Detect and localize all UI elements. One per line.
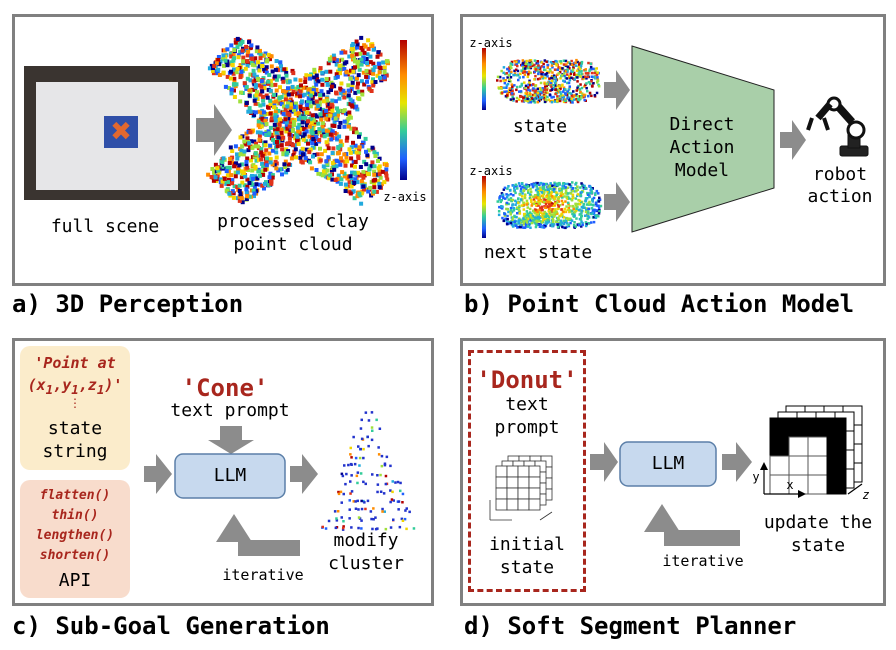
state-point-cloud: [496, 58, 601, 104]
caption-b: b) Point Cloud Action Model: [464, 290, 855, 318]
axis-x-label: x: [786, 478, 794, 492]
axis-y-label: y: [752, 470, 760, 484]
arrow-out-llm-c: [290, 454, 318, 494]
cloud-label-line1: processed clay: [217, 211, 369, 232]
donut-grid-output: [769, 405, 863, 495]
arrow-iterative-d: [644, 504, 740, 546]
clay-marker: [104, 116, 138, 148]
zaxis-label-top: z-axis: [469, 36, 513, 50]
donut-word: 'Donut': [476, 366, 578, 394]
point-ellipsis: ⋮: [69, 396, 81, 410]
robot-line2: action: [807, 186, 873, 207]
dashed-input-box: [468, 350, 586, 592]
arrow-into-llm-c: [144, 454, 172, 494]
colorbar-label-a: z-axis: [383, 190, 427, 204]
zbar-top: [482, 48, 486, 110]
state-string-box: [20, 346, 130, 470]
point-at-line2: (x1,y1,z1)': [27, 376, 123, 397]
model-line1: Direct: [669, 114, 735, 135]
arrow-into-llm-d: [590, 442, 618, 482]
cloud-label-line2: point cloud: [233, 234, 353, 255]
arrow-state: [604, 70, 630, 110]
arrow-iterative-c: [216, 514, 300, 556]
point-at-line1: 'Point at: [34, 354, 116, 372]
api-label: API: [58, 570, 92, 591]
initial-line2: state: [499, 557, 555, 578]
api-lengthen: lengthen(): [35, 528, 115, 543]
state-label: state: [512, 116, 568, 137]
text-prompt-label-c: text prompt: [170, 400, 290, 421]
api-thin: thin(): [51, 508, 99, 523]
iterative-label-c: iterative: [222, 566, 304, 584]
modify-line2: cluster: [328, 553, 404, 574]
update-line2: state: [790, 535, 846, 556]
z-colorbar: [400, 40, 407, 180]
arrow-a: [196, 104, 232, 156]
modify-line1: modify: [333, 530, 399, 551]
clay-x-shape: ✖: [110, 117, 132, 147]
robot-line1: robot: [812, 164, 868, 185]
robot-arm-icon: [806, 96, 869, 157]
llm-label-d: LLM: [651, 453, 685, 474]
model-line3: Model: [674, 160, 730, 181]
llm-box-c: [174, 453, 286, 499]
initial-line1: initial: [489, 534, 565, 555]
direct-action-model-shape: [631, 45, 775, 233]
state-string-line1: state: [47, 418, 103, 439]
arrow-robot: [780, 120, 806, 160]
arrow-prompt-down: [208, 426, 254, 454]
next-state-label: next state: [483, 242, 593, 263]
cone-word: 'Cone': [181, 374, 269, 402]
clay-point-cloud: [206, 35, 390, 206]
api-flatten: flatten(): [39, 488, 111, 503]
arrow-next-state: [604, 182, 630, 222]
zaxis-label-bottom: z-axis: [469, 164, 513, 178]
update-line1: update the: [763, 512, 873, 533]
full-scene-image: ✖: [24, 66, 190, 200]
llm-label-c: LLM: [213, 465, 247, 486]
caption-c: c) Sub-Goal Generation: [12, 612, 330, 640]
llm-box-d: [619, 441, 717, 487]
text-line1-d: text: [505, 394, 549, 415]
zbar-bottom: [482, 176, 486, 238]
initial-state-grid: [495, 455, 553, 511]
arrow-out-llm-d: [722, 442, 752, 482]
api-box: [20, 480, 130, 598]
api-shorten: shorten(): [39, 548, 111, 563]
full-scene-label: full scene: [50, 216, 160, 237]
next-state-point-cloud: [496, 181, 603, 230]
text-line2-d: prompt: [494, 417, 560, 438]
caption-d: d) Soft Segment Planner: [464, 612, 797, 640]
initial-axis-z: [539, 511, 553, 521]
cone-point-cloud: [321, 411, 416, 531]
axis-z-label: z: [862, 488, 870, 502]
model-line2: Action: [669, 137, 735, 158]
state-string-line2: string: [42, 441, 108, 462]
caption-a: a) 3D Perception: [12, 290, 244, 318]
iterative-label-d: iterative: [662, 552, 744, 570]
output-axis-z: [847, 483, 863, 495]
